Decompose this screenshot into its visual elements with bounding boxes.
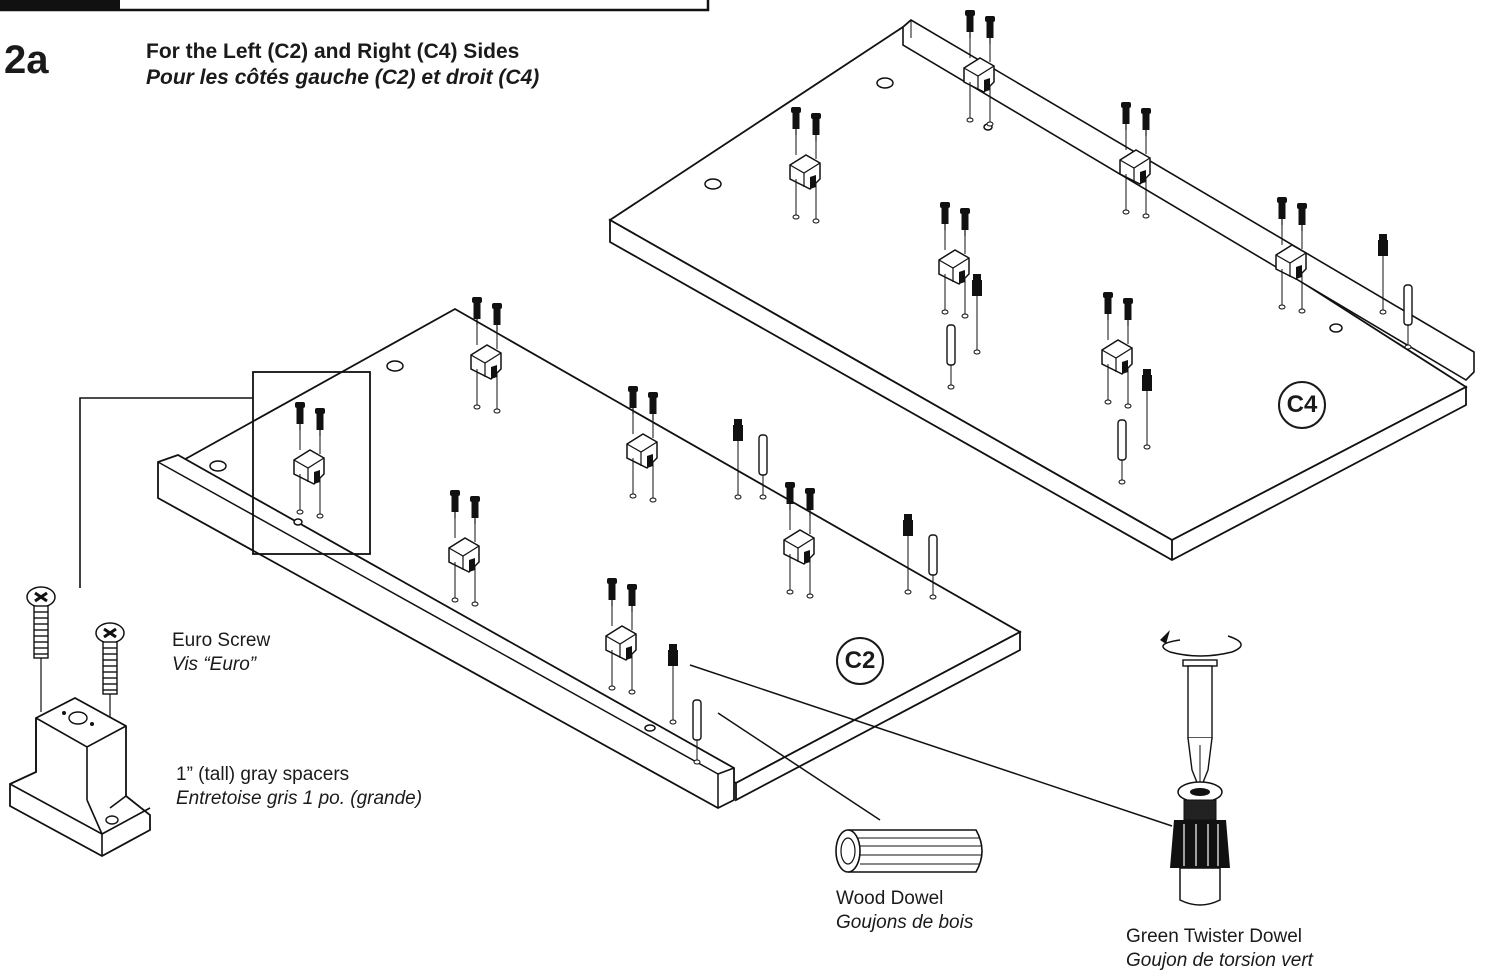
spacer-label: 1” (tall) gray spacers [176,764,350,785]
header-frame [0,0,710,12]
panel-c4 [608,10,1475,562]
twister-dowel-detail [1160,630,1242,906]
spacer-detail [9,586,151,858]
wood-dowel-label: Wood Dowel [836,888,944,909]
step-number: 2a [4,38,49,82]
wood-dowel-detail [835,829,983,873]
heading-english: For the Left (C2) and Right (C4) Sides [146,40,520,63]
twister-dowel-label-fr: Goujon de torsion vert [1126,950,1313,971]
panel-c2 [157,297,1022,810]
wood-dowel-label-fr: Goujons de bois [836,912,974,933]
spacer-label-fr: Entretoise gris 1 po. (grande) [176,788,423,809]
panel-label-c2: C2 [836,637,884,685]
detail-box [252,371,371,555]
euro-screw-label-fr: Vis “Euro” [172,654,257,675]
panel-label-c4: C4 [1278,381,1326,429]
heading-french: Pour les côtés gauche (C2) et droit (C4) [146,66,540,89]
euro-screw-label: Euro Screw [172,630,271,651]
twister-dowel-label: Green Twister Dowel [1126,926,1302,947]
